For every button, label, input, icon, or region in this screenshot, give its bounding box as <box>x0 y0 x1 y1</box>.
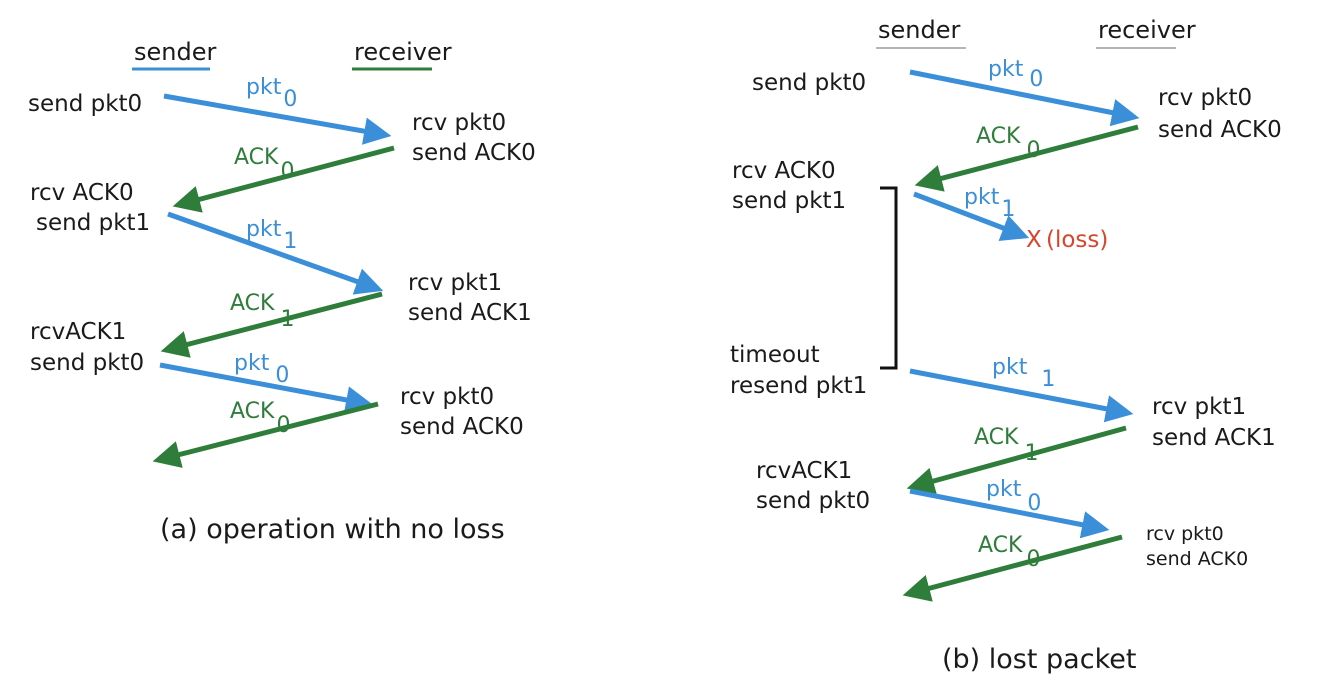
panel-b-loss-label: (loss) <box>1046 227 1108 253</box>
panel-a-ack1-arrow <box>160 291 383 358</box>
panel-b-ack1-arrow <box>906 425 1127 495</box>
panel-b-loss-x: X <box>1026 227 1042 253</box>
panel-a-receiver-send-ack1: send ACK1 <box>408 300 532 326</box>
panel-b-pkt1-lost-arrow <box>913 191 1030 241</box>
panel-b-msg-ack0-2: ACK0 <box>978 533 1040 572</box>
panel-a-pkt0-arrow <box>163 93 392 145</box>
panel-b-receiver-header: receiver <box>1098 16 1196 44</box>
panel-a-msg-pkt1: pkt1 <box>246 217 297 254</box>
panel-a: sender receiver send pkt0 rcv ACK0 send … <box>28 38 536 545</box>
panel-b-receiver-rcv-pkt0: rcv pkt0 <box>1158 85 1252 111</box>
panel-b: sender receiver send pkt0 rcv ACK0 send … <box>730 16 1282 675</box>
panel-a-ack0-second-arrow <box>152 401 379 468</box>
panel-a-receiver-header: receiver <box>354 38 452 66</box>
panel-b-sender-timeout: timeout <box>730 342 820 368</box>
panel-b-ack0-arrow <box>914 124 1139 192</box>
panel-a-pkt1-arrow <box>167 211 384 295</box>
panel-a-sender-send-pkt0-2: send pkt0 <box>30 350 144 376</box>
panel-b-receiver-send-ack1: send ACK1 <box>1152 425 1276 451</box>
panel-b-caption: (b) lost packet <box>942 644 1136 675</box>
panel-b-receiver-rcv-pkt1: rcv pkt1 <box>1152 394 1246 420</box>
panel-b-pkt1-resend-arrow <box>909 368 1134 423</box>
panel-a-receiver-rcv-pkt0: rcv pkt0 <box>412 110 506 136</box>
panel-b-sender-rcv-ack0: rcv ACK0 <box>732 158 836 184</box>
panel-a-receiver-send-ack0: send ACK0 <box>412 140 536 166</box>
panel-b-sender-send-pkt0-2: send pkt0 <box>756 488 870 514</box>
panel-a-caption: (a) operation with no loss <box>160 514 505 545</box>
panel-a-sender-rcv-ack0: rcv ACK0 <box>30 180 134 206</box>
panel-b-receiver-send-ack0-2: send ACK0 <box>1146 548 1248 570</box>
panel-a-sender-rcv-ack1: rcvACK1 <box>30 319 126 345</box>
panel-b-timeout-bracket <box>880 186 898 370</box>
panel-b-msg-pkt0-2: pkt0 <box>986 477 1041 516</box>
panel-b-ack0-second-arrow <box>902 534 1123 602</box>
panel-a-receiver-rcv-pkt1: rcv pkt1 <box>408 270 502 296</box>
panel-b-msg-pkt1-lost: pkt1 <box>964 185 1015 222</box>
panel-a-sender-header: sender <box>134 38 216 66</box>
panel-b-pkt0-arrow <box>909 69 1140 127</box>
panel-a-pkt0-second-arrow <box>159 362 374 414</box>
panel-b-msg-ack0: ACK0 <box>976 124 1040 163</box>
panel-a-ack0-arrow <box>172 145 395 213</box>
panel-a-msg-ack0: ACK0 <box>234 145 294 184</box>
panel-a-receiver-send-ack0-2: send ACK0 <box>400 414 524 440</box>
panel-a-msg-ack1: ACK1 <box>230 291 294 332</box>
panel-a-sender-send-pkt0: send pkt0 <box>28 91 142 117</box>
panel-b-sender-rcv-ack1: rcvACK1 <box>756 458 852 484</box>
panel-a-msg-ack0-2: ACK0 <box>230 399 290 438</box>
panel-a-receiver-rcv-pkt0-2: rcv pkt0 <box>400 384 494 410</box>
panel-a-msg-pkt0: pkt0 <box>246 75 297 112</box>
panel-a-sender-send-pkt1: send pkt1 <box>36 210 150 236</box>
panel-b-pkt0-second-arrow <box>909 488 1110 539</box>
panel-b-receiver-send-ack0: send ACK0 <box>1158 117 1282 143</box>
panel-b-sender-send-pkt1: send pkt1 <box>732 188 846 214</box>
panel-b-sender-send-pkt0: send pkt0 <box>752 70 866 96</box>
panel-b-receiver-rcv-pkt0-2: rcv pkt0 <box>1146 523 1224 545</box>
panel-b-msg-ack1: ACK1 <box>974 425 1038 466</box>
panel-b-sender-header: sender <box>878 16 960 44</box>
panel-b-sender-resend-pkt1: resend pkt1 <box>730 373 867 399</box>
